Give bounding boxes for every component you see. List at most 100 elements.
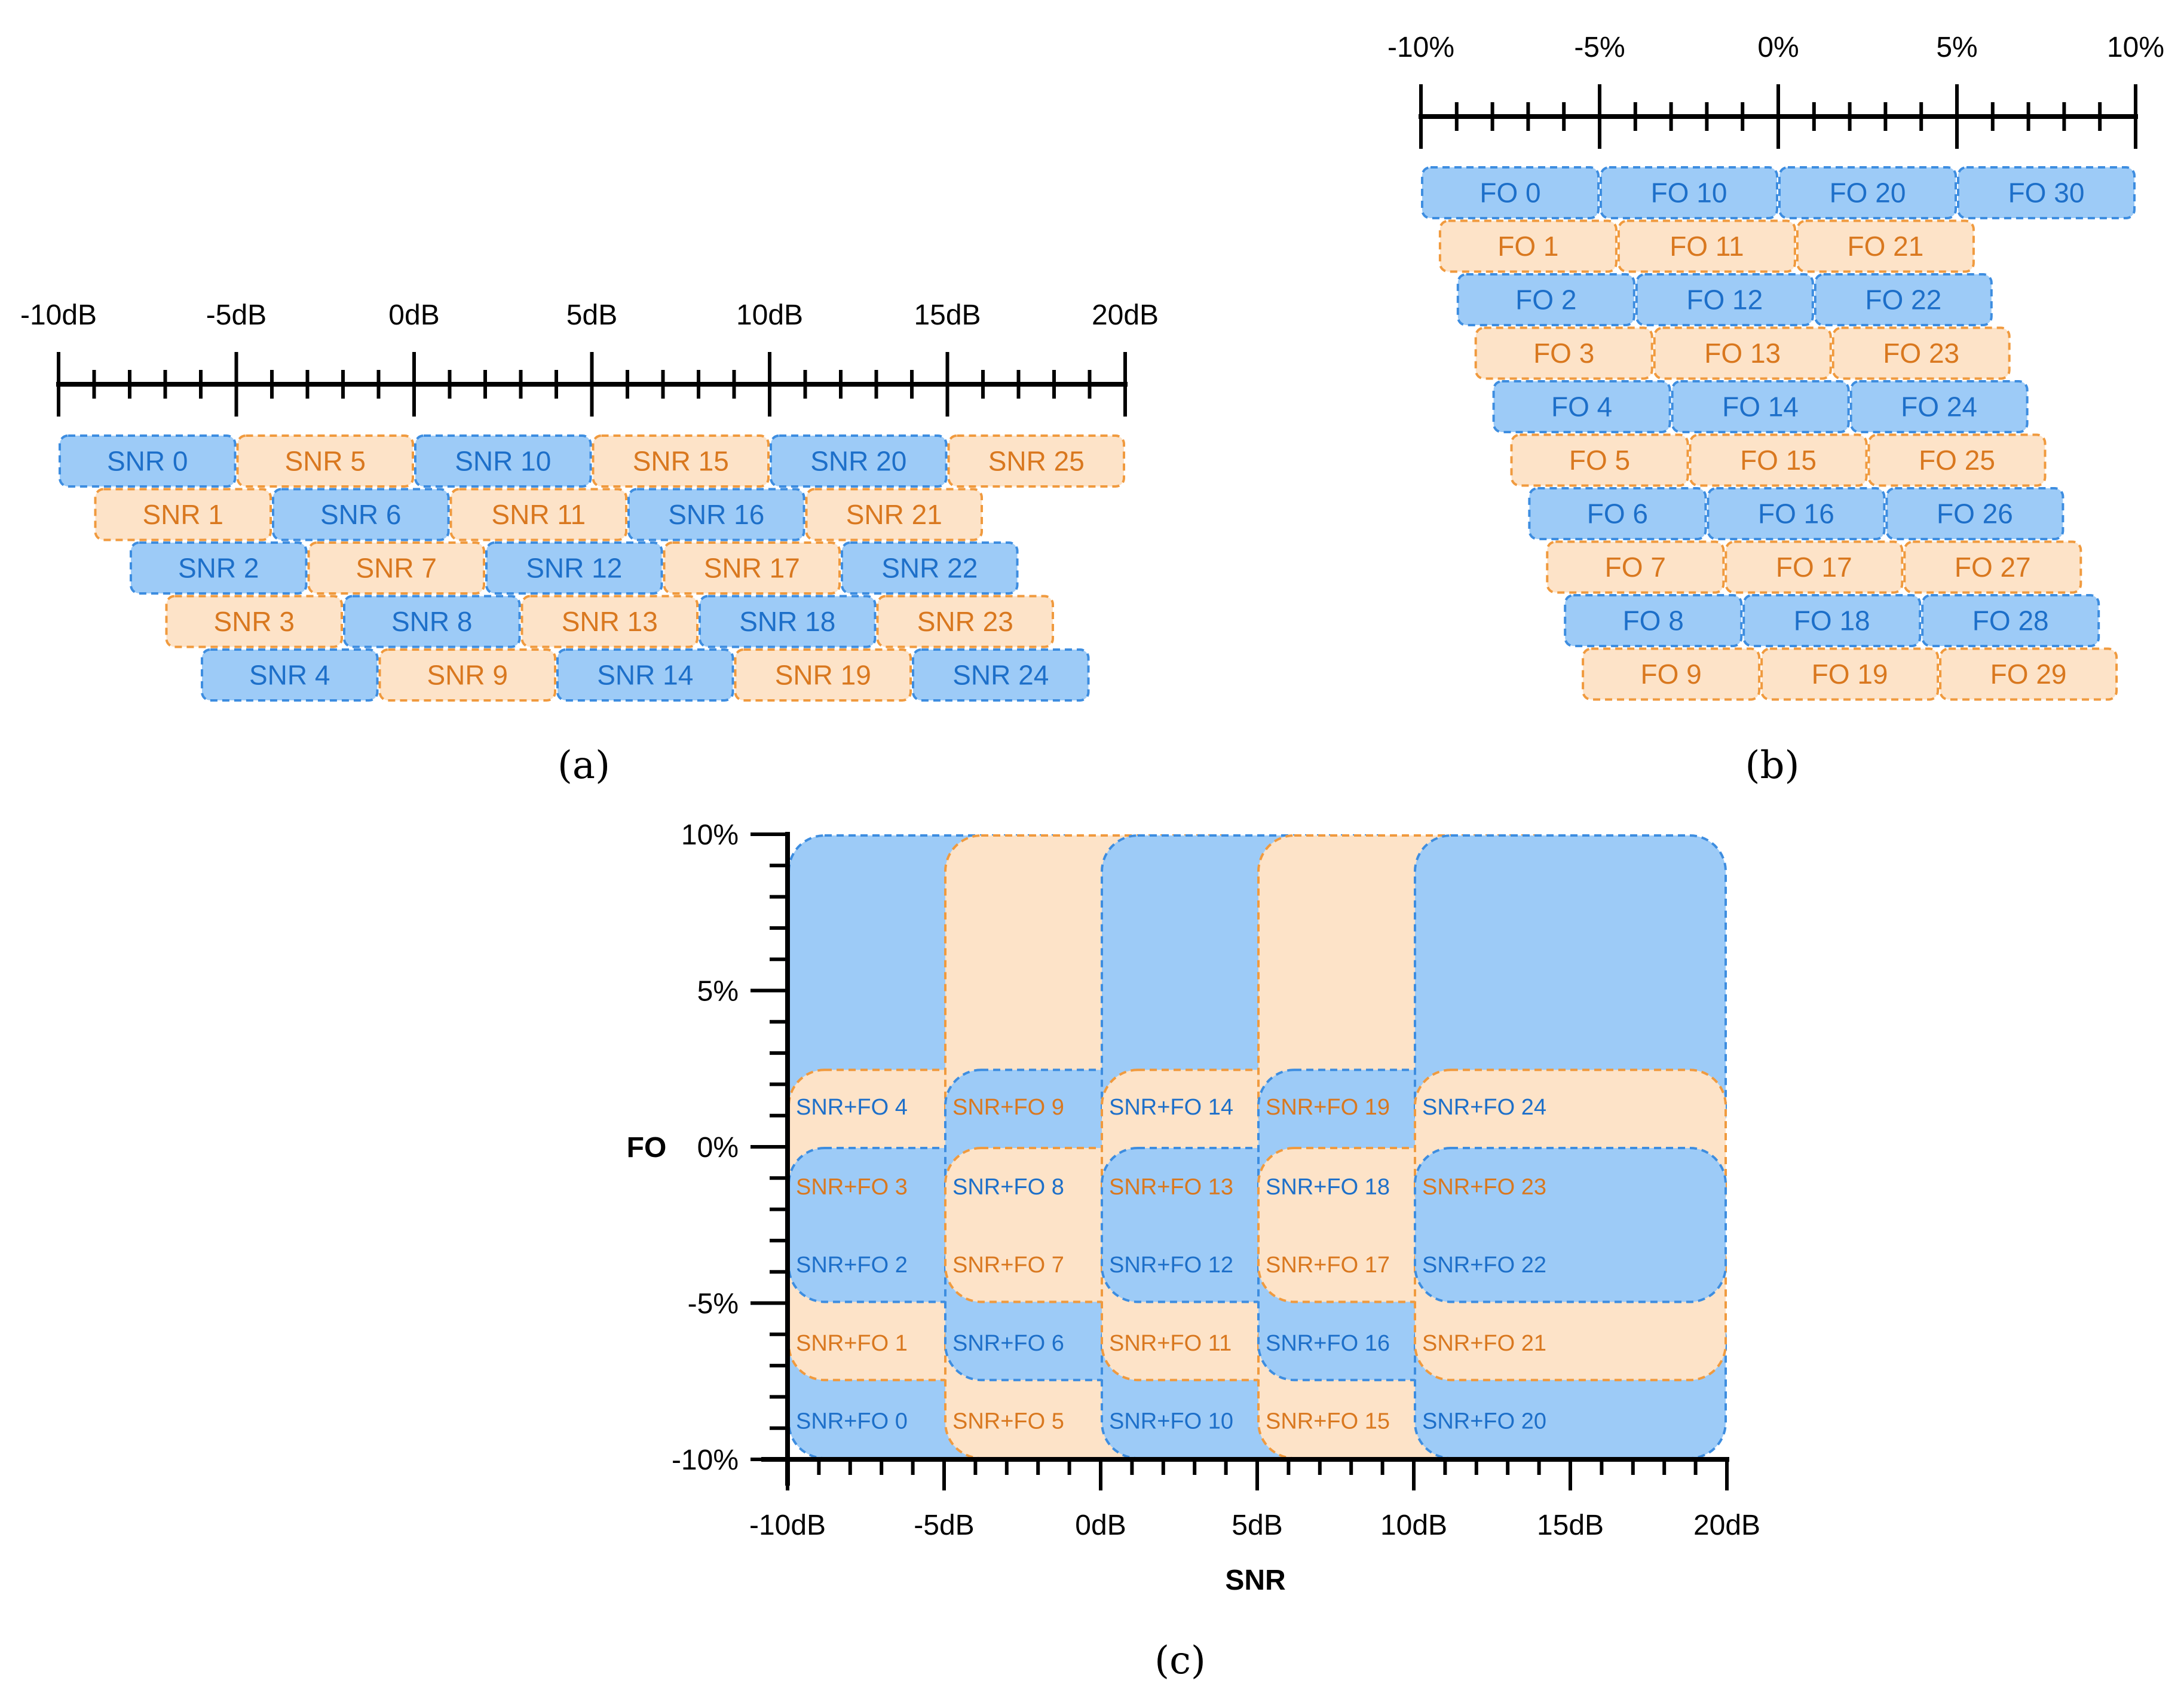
snr-bin <box>805 488 983 541</box>
panel-a-tick-label: 5dB <box>566 299 617 331</box>
snr-fo-cell-label: SNR+FO 1 <box>796 1331 908 1356</box>
panel-a-tick-label: 15dB <box>914 299 981 331</box>
fo-bin-label: FO 12 <box>1686 284 1763 316</box>
snr-bin <box>201 648 379 702</box>
snr-bin-label: SNR 12 <box>526 553 622 584</box>
fo-bin <box>1921 594 2100 647</box>
panel-c-x-tick-label: 0dB <box>1075 1510 1126 1541</box>
snr-bin <box>414 434 592 488</box>
snr-fo-cell-label: SNR+FO 17 <box>1266 1253 1390 1278</box>
panel-c-y-tick-label: -10% <box>672 1444 739 1476</box>
fo-bin-label: FO 6 <box>1587 498 1648 529</box>
snr-fo-cell-label: SNR+FO 20 <box>1422 1409 1546 1434</box>
snr-bin <box>165 595 343 648</box>
fo-bin <box>1724 540 1904 594</box>
fo-bin-label: FO 10 <box>1651 177 1727 209</box>
fo-bin-label: FO 27 <box>1955 552 2031 583</box>
snr-bin-label: SNR 14 <box>597 660 693 691</box>
fo-bin <box>1849 380 2029 433</box>
snr-fo-cell-label: SNR+FO 5 <box>952 1409 1064 1434</box>
snr-bin-label: SNR 18 <box>739 606 835 637</box>
panel-b-fo-bins: -10%-5%0%5%10%FO 0FO 1FO 2FO 3FO 4FO 5FO… <box>1387 32 2164 701</box>
snr-bin <box>947 434 1125 488</box>
panel-b-caption: (b) <box>1745 743 1800 788</box>
fo-bin-label: FO 7 <box>1605 552 1666 583</box>
snr-bin <box>449 488 627 541</box>
panel-b-tick-label: 0% <box>1757 32 1799 63</box>
panel-c-caption: (c) <box>1154 1639 1206 1683</box>
snr-bin-label: SNR 20 <box>810 446 906 477</box>
fo-bin-label: FO 21 <box>1847 231 1923 262</box>
panel-c-x-tick-label: -5dB <box>914 1510 974 1541</box>
fo-bin-label: FO 15 <box>1740 445 1817 476</box>
snr-bin-label: SNR 21 <box>846 499 942 530</box>
snr-bin-label: SNR 11 <box>491 499 586 530</box>
fo-bin <box>1492 380 1671 433</box>
fo-bin-label: FO 0 <box>1480 177 1540 209</box>
panel-a-tick-label: -10dB <box>20 299 97 331</box>
fo-bin <box>1600 166 1778 219</box>
fo-bin-label: FO 25 <box>1919 445 1995 476</box>
fo-bin <box>1671 380 1850 433</box>
fo-bin-label: FO 28 <box>1972 605 2049 636</box>
fo-bin <box>1510 433 1689 487</box>
snr-fo-cell-label: SNR+FO 4 <box>796 1095 908 1120</box>
fo-bin-label: FO 23 <box>1883 338 1959 369</box>
fo-bin-label: FO 3 <box>1533 338 1594 369</box>
panel-a-tick-label: 10dB <box>736 299 803 331</box>
snr-bin-label: SNR 24 <box>952 660 1049 691</box>
fo-bin <box>1546 540 1725 594</box>
snr-fo-cell-label: SNR+FO 22 <box>1422 1253 1546 1278</box>
snr-bin <box>592 434 770 488</box>
snr-bin <box>770 434 948 488</box>
fo-bin <box>1903 540 2082 594</box>
snr-bin-label: SNR 23 <box>917 606 1013 637</box>
snr-bin-label: SNR 9 <box>427 660 508 691</box>
snr-bin <box>734 648 912 702</box>
snr-fo-cell-label: SNR+FO 13 <box>1109 1174 1233 1199</box>
snr-fo-cell-label: SNR+FO 14 <box>1109 1095 1233 1120</box>
snr-bin-label: SNR 4 <box>249 660 330 691</box>
panel-a-tick-label: -5dB <box>206 299 267 331</box>
snr-fo-cell-label: SNR+FO 6 <box>952 1331 1064 1356</box>
fo-bin-label: FO 29 <box>1990 659 2067 690</box>
snr-bin-label: SNR 6 <box>320 499 401 530</box>
fo-bin-label: FO 18 <box>1794 605 1870 636</box>
fo-bin <box>1528 487 1707 540</box>
fo-bin-label: FO 20 <box>1830 177 1906 209</box>
panel-c-x-label: SNR <box>1225 1565 1285 1596</box>
snr-bin-label: SNR 7 <box>356 553 437 584</box>
snr-fo-cell-label: SNR+FO 15 <box>1266 1409 1390 1434</box>
snr-bin <box>236 434 414 488</box>
fo-bin-label: FO 16 <box>1758 498 1834 529</box>
fo-bin <box>1707 487 1886 540</box>
fo-bin <box>1635 273 1814 326</box>
snr-fo-cell-label: SNR+FO 7 <box>952 1253 1064 1278</box>
fo-bin <box>1617 219 1796 273</box>
snr-bin <box>130 541 308 595</box>
snr-bin <box>876 595 1054 648</box>
snr-fo-cell-label: SNR+FO 16 <box>1266 1331 1390 1356</box>
panel-c-y-tick-label: 0% <box>697 1132 739 1164</box>
snr-bin-label: SNR 13 <box>562 606 658 637</box>
snr-bin-label: SNR 16 <box>668 499 764 530</box>
panel-b-tick-label: -10% <box>1387 32 1454 63</box>
fo-bin-label: FO 22 <box>1865 284 1941 316</box>
fo-bin-label: FO 26 <box>1937 498 2013 529</box>
fo-bin <box>1653 326 1832 380</box>
fo-bin-label: FO 17 <box>1776 552 1852 583</box>
panel-b-tick-label: -5% <box>1574 32 1625 63</box>
snr-bin-label: SNR 25 <box>988 446 1085 477</box>
fo-bin <box>1867 433 2047 487</box>
fo-bin <box>1957 166 2136 219</box>
panel-b-tick-label: 10% <box>2107 32 2164 63</box>
panel-c-x-tick-label: 10dB <box>1380 1510 1447 1541</box>
snr-bin <box>485 541 663 595</box>
snr-bin <box>556 648 734 702</box>
fo-bin-label: FO 4 <box>1551 391 1612 423</box>
snr-bin-label: SNR 1 <box>143 499 223 530</box>
snr-fo-cell-label: SNR+FO 24 <box>1422 1095 1546 1120</box>
snr-bin-label: SNR 15 <box>633 446 729 477</box>
